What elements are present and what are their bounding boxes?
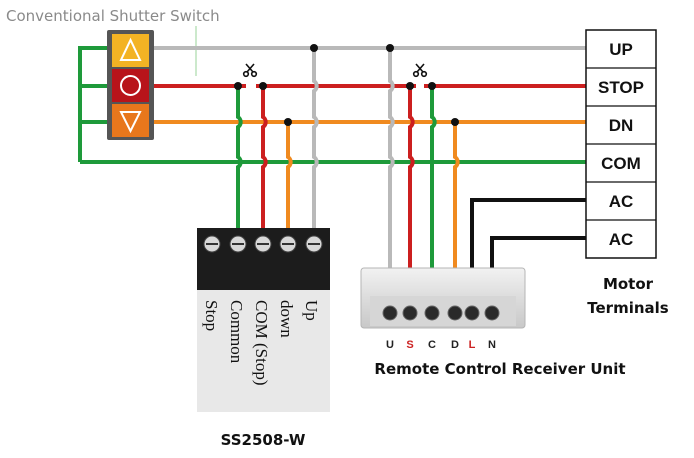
receiver-pin-d (447, 305, 463, 321)
rx-gray-wire (388, 48, 395, 306)
terminal-up: UP (609, 40, 633, 59)
junction-dots (234, 44, 459, 126)
receiver-pin-c (424, 305, 440, 321)
receiver-pin-s (402, 305, 418, 321)
ss-label-stop: Stop (202, 300, 221, 331)
receiver-pin-l (464, 305, 480, 321)
motor-terminal-block: UP STOP DN COM AC AC (585, 29, 657, 259)
receiver-pin-label-d: D (451, 339, 459, 351)
terminal-ac-1: AC (609, 192, 634, 211)
receiver-pin-label-l: L (469, 339, 476, 351)
ss-red-wire (261, 86, 268, 232)
scissors-icon (242, 63, 258, 78)
terminal-com: COM (601, 154, 641, 173)
ss2508-module: Up down COM (Stop) Common Stop (197, 228, 330, 412)
rx-red-wire (408, 86, 415, 306)
rx-green-wire (430, 86, 437, 306)
ss-terminal-screws (203, 235, 323, 253)
motor-label-line2: Terminals (587, 299, 669, 317)
terminal-ac-2: AC (609, 230, 634, 249)
receiver-pin-u (382, 305, 398, 321)
bus-lines (80, 46, 586, 164)
green-switch-loop (78, 46, 110, 162)
shutter-switch (107, 30, 154, 140)
receiver-pin-label-c: C (428, 339, 436, 351)
ss-label-common: Common (227, 300, 246, 364)
receiver-pin-label-u: U (386, 339, 394, 351)
ss-label-up: Up (302, 300, 321, 321)
receiver-name: Remote Control Receiver Unit (374, 360, 625, 378)
motor-label-line1: Motor (603, 275, 654, 293)
switch-stop-button (112, 69, 149, 102)
ss-label-com-stop: COM (Stop) (252, 300, 271, 385)
receiver-pin-label-n: N (488, 339, 496, 351)
triangle-down-icon (119, 111, 142, 134)
terminal-dn: DN (609, 116, 634, 135)
rx-orange-wire (453, 122, 460, 306)
ss-label-down: down (277, 300, 296, 338)
ss-orange-wire (286, 122, 293, 232)
ss-gray-wire (312, 48, 319, 232)
ss-green-wire (236, 86, 243, 232)
circle-stop-icon (120, 75, 141, 96)
diagram-title: Conventional Shutter Switch (6, 7, 220, 25)
terminal-stop: STOP (598, 78, 644, 97)
receiver-pin-label-s: S (406, 339, 413, 351)
ss-module-name: SS2508-W (221, 431, 306, 449)
scissors-icon (412, 63, 428, 78)
triangle-up-icon (119, 37, 142, 61)
ss-module-wires (236, 48, 319, 232)
receiver-pin-n (484, 305, 500, 321)
